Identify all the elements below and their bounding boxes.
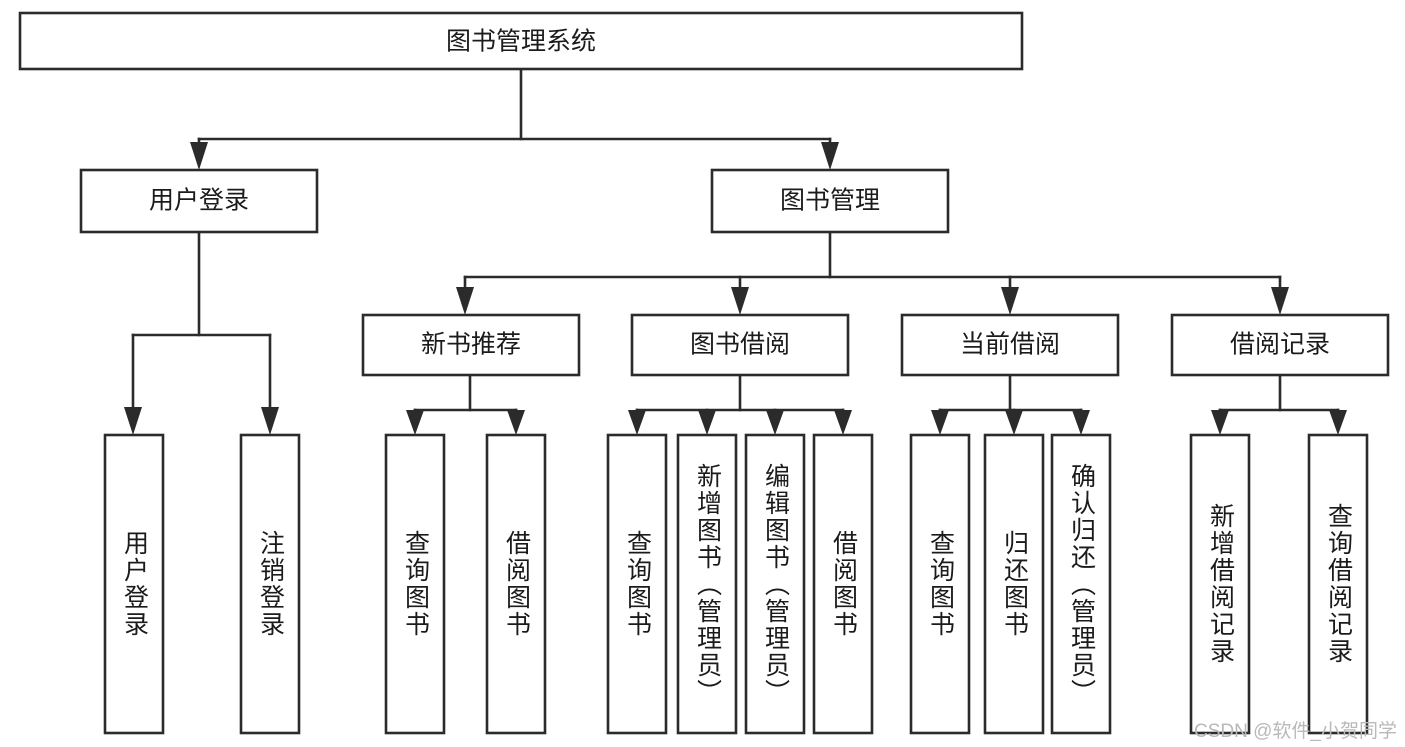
leaf-rect-query-book-1[interactable] <box>384 433 446 735</box>
connector-group-root <box>190 67 839 170</box>
node-root[interactable]: 图书管理系统 <box>18 11 1024 71</box>
node-book-management[interactable]: 图书管理 <box>710 168 950 234</box>
arrow-head-current-leaf-2 <box>1005 410 1023 435</box>
leaf-rect-group <box>103 433 1369 735</box>
leaf-label-confirm-return[interactable]: 确认归还（管理员） <box>1052 435 1110 733</box>
leaf-label-query-book-3-text: 查询图书 <box>926 530 955 638</box>
node-user-login-rect[interactable] <box>79 168 319 234</box>
connector-group-login <box>124 230 279 435</box>
leaf-rect-add-record[interactable] <box>1189 433 1251 735</box>
connector-group-newbook <box>406 373 525 435</box>
leaf-rect-logout[interactable] <box>239 433 301 735</box>
node-book-borrow-label: 图书借阅 <box>690 331 790 359</box>
arrow-head-borrow <box>731 287 749 315</box>
node-user-login-label: 用户登录 <box>149 187 249 215</box>
leaf-label-logout[interactable]: 注销登录 <box>241 435 299 733</box>
arrow-head-login-leaf-2 <box>261 407 279 435</box>
node-book-management-rect[interactable] <box>710 168 950 234</box>
leaf-rect-borrow-book-1[interactable] <box>485 433 547 735</box>
arrow-head-borrow-leaf-4 <box>834 410 852 435</box>
node-root-label: 图书管理系统 <box>446 28 596 56</box>
node-book-management-label: 图书管理 <box>780 187 880 215</box>
connector-group-borrow <box>628 373 852 435</box>
leaf-label-borrow-book-2[interactable]: 借阅图书 <box>814 435 872 733</box>
leaf-label-add-book-text: 新增图书（管理员） <box>693 462 722 706</box>
leaf-label-query-book-2[interactable]: 查询图书 <box>608 435 666 733</box>
arrow-head-login-leaf-1 <box>124 407 142 435</box>
leaf-rect-query-record[interactable] <box>1307 433 1369 735</box>
node-book-borrow[interactable]: 图书借阅 <box>630 313 850 377</box>
node-borrow-records-label: 借阅记录 <box>1230 331 1330 359</box>
leaf-label-add-record[interactable]: 新增借阅记录 <box>1191 435 1249 733</box>
node-new-book-recommend[interactable]: 新书推荐 <box>361 313 581 377</box>
leaf-label-edit-book[interactable]: 编辑图书（管理员） <box>746 435 804 733</box>
node-root-rect[interactable] <box>18 11 1024 71</box>
leaf-label-return-book-text: 归还图书 <box>1000 530 1029 638</box>
leaf-label-user-login-text: 用户登录 <box>120 530 149 638</box>
leaf-rect-query-book-3[interactable] <box>909 433 971 735</box>
node-new-book-recommend-label: 新书推荐 <box>421 331 521 359</box>
leaf-label-confirm-return-text: 确认归还（管理员） <box>1067 462 1096 706</box>
leaf-label-edit-book-text: 编辑图书（管理员） <box>761 462 790 706</box>
arrow-head-records-leaf-2 <box>1329 410 1347 435</box>
arrow-head-records-leaf-1 <box>1211 410 1229 435</box>
node-book-borrow-rect[interactable] <box>630 313 850 377</box>
node-current-borrow[interactable]: 当前借阅 <box>900 313 1120 377</box>
leaf-label-query-record-text: 查询借阅记录 <box>1324 503 1353 665</box>
leaf-rect-user-login[interactable] <box>103 433 165 735</box>
leaf-label-return-book[interactable]: 归还图书 <box>985 435 1043 733</box>
arrow-head-current-leaf-3 <box>1072 410 1090 435</box>
connector-group-bookmgmt <box>456 230 1289 315</box>
leaf-label-add-record-text: 新增借阅记录 <box>1206 503 1235 665</box>
arrow-head-records <box>1271 287 1289 315</box>
node-current-borrow-label: 当前借阅 <box>960 331 1060 359</box>
leaf-label-query-book-2-text: 查询图书 <box>623 530 652 638</box>
leaf-label-borrow-book-2-text: 借阅图书 <box>829 530 858 638</box>
leaf-label-borrow-book-1-text: 借阅图书 <box>502 530 531 638</box>
arrow-head-borrow-leaf-1 <box>628 410 646 435</box>
arrow-head-bookmgmt <box>821 142 839 170</box>
arrow-head-newbook-leaf-1 <box>406 410 424 435</box>
arrow-head-borrow-leaf-3 <box>766 410 784 435</box>
arrow-head-current <box>1001 287 1019 315</box>
arrow-head-newbook-leaf-2 <box>507 410 525 435</box>
node-user-login[interactable]: 用户登录 <box>79 168 319 234</box>
leaf-rect-query-book-2[interactable] <box>606 433 668 735</box>
arrow-head-login <box>190 142 208 170</box>
leaf-label-user-login[interactable]: 用户登录 <box>105 435 163 733</box>
leaf-label-query-book-1[interactable]: 查询图书 <box>386 435 444 733</box>
node-borrow-records[interactable]: 借阅记录 <box>1170 313 1390 377</box>
arrow-head-borrow-leaf-2 <box>698 410 716 435</box>
leaf-label-add-book[interactable]: 新增图书（管理员） <box>678 435 736 733</box>
node-current-borrow-rect[interactable] <box>900 313 1120 377</box>
leaf-label-query-book-1-text: 查询图书 <box>401 530 430 638</box>
leaf-rect-add-book[interactable] <box>676 433 738 735</box>
node-new-book-recommend-rect[interactable] <box>361 313 581 377</box>
leaf-rect-edit-book[interactable] <box>744 433 806 735</box>
connector-group-current <box>931 373 1090 435</box>
node-borrow-records-rect[interactable] <box>1170 313 1390 377</box>
leaf-rect-confirm-return[interactable] <box>1050 433 1112 735</box>
leaf-rect-borrow-book-2[interactable] <box>812 433 874 735</box>
connector-group-records <box>1211 373 1347 435</box>
leaf-label-query-record[interactable]: 查询借阅记录 <box>1309 435 1367 733</box>
leaf-label-query-book-3[interactable]: 查询图书 <box>911 435 969 733</box>
leaf-label-borrow-book-1[interactable]: 借阅图书 <box>487 435 545 733</box>
leaf-rect-return-book[interactable] <box>983 433 1045 735</box>
arrow-head-newbook <box>456 287 474 315</box>
arrow-head-current-leaf-1 <box>931 410 949 435</box>
leaf-label-logout-text: 注销登录 <box>256 530 285 638</box>
